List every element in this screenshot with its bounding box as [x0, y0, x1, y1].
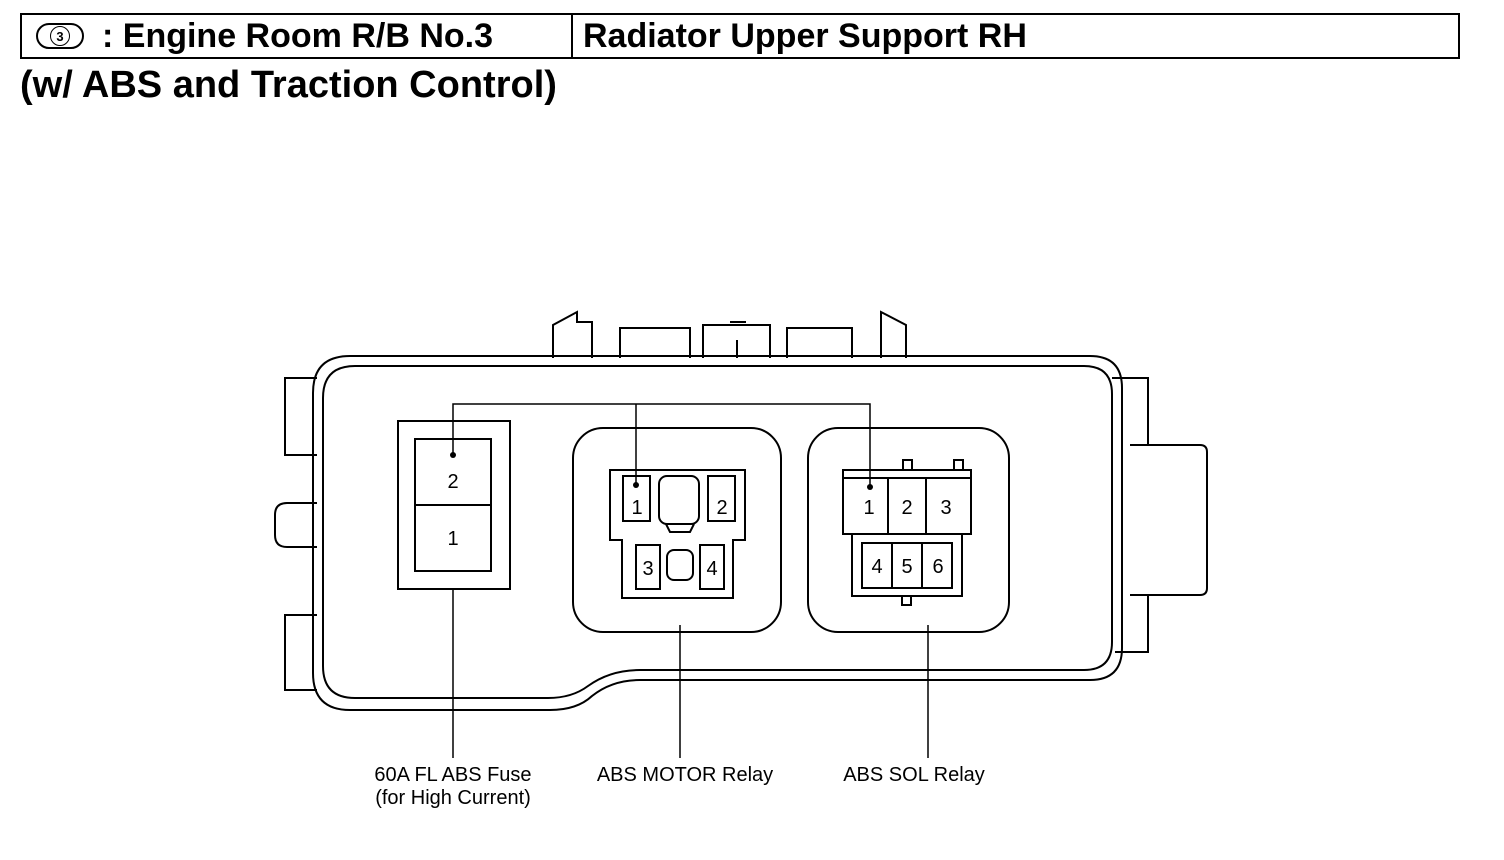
left-tabs [274, 377, 317, 691]
abs-sol-relay [807, 427, 1010, 633]
motor-relay-pin-1: 1 [631, 497, 642, 519]
sol-relay-pin-2: 2 [901, 497, 912, 519]
top-tabs [552, 310, 907, 358]
fuse-label-line1: 60A FL ABS Fuse [374, 764, 531, 786]
header-mount-cell: Radiator Upper Support RH [573, 15, 1458, 57]
connector-code-badge: 3 [36, 23, 84, 49]
fuse-label-line2: (for High Current) [375, 787, 531, 809]
header-box: 3 : Engine Room R/B No.3 Radiator Upper … [20, 13, 1460, 59]
fuse-pin-2: 2 [447, 471, 458, 493]
sol-relay-pin-1: 1 [863, 497, 874, 519]
internal-wiring [452, 403, 871, 487]
location-name: : Engine Room R/B No.3 [102, 16, 493, 55]
right-tabs [1112, 377, 1208, 653]
motor-relay-pin-4: 4 [706, 558, 717, 580]
motor-relay-label: ABS MOTOR Relay [597, 764, 773, 786]
motor-relay-pin-3: 3 [642, 558, 653, 580]
abs-motor-relay [572, 427, 782, 633]
sol-relay-label: ABS SOL Relay [843, 764, 985, 786]
fuse-60a-fl-abs [397, 420, 511, 590]
leader-lines [452, 589, 929, 758]
subtitle: (w/ ABS and Traction Control) [20, 64, 557, 106]
motor-relay-pin-2: 2 [716, 497, 727, 519]
connector-code: 3 [50, 26, 70, 46]
housing-inner [322, 365, 1113, 699]
housing-outer [312, 355, 1123, 711]
fuse-pin-1: 1 [447, 528, 458, 550]
sol-relay-pin-5: 5 [901, 556, 912, 578]
sol-relay-pin-3: 3 [940, 497, 951, 519]
sol-relay-pin-6: 6 [932, 556, 943, 578]
sol-relay-pin-4: 4 [871, 556, 882, 578]
header-location-cell: 3 : Engine Room R/B No.3 [22, 15, 573, 57]
mount-location: Radiator Upper Support RH [583, 16, 1027, 55]
wiring-junction-dots [450, 452, 873, 490]
